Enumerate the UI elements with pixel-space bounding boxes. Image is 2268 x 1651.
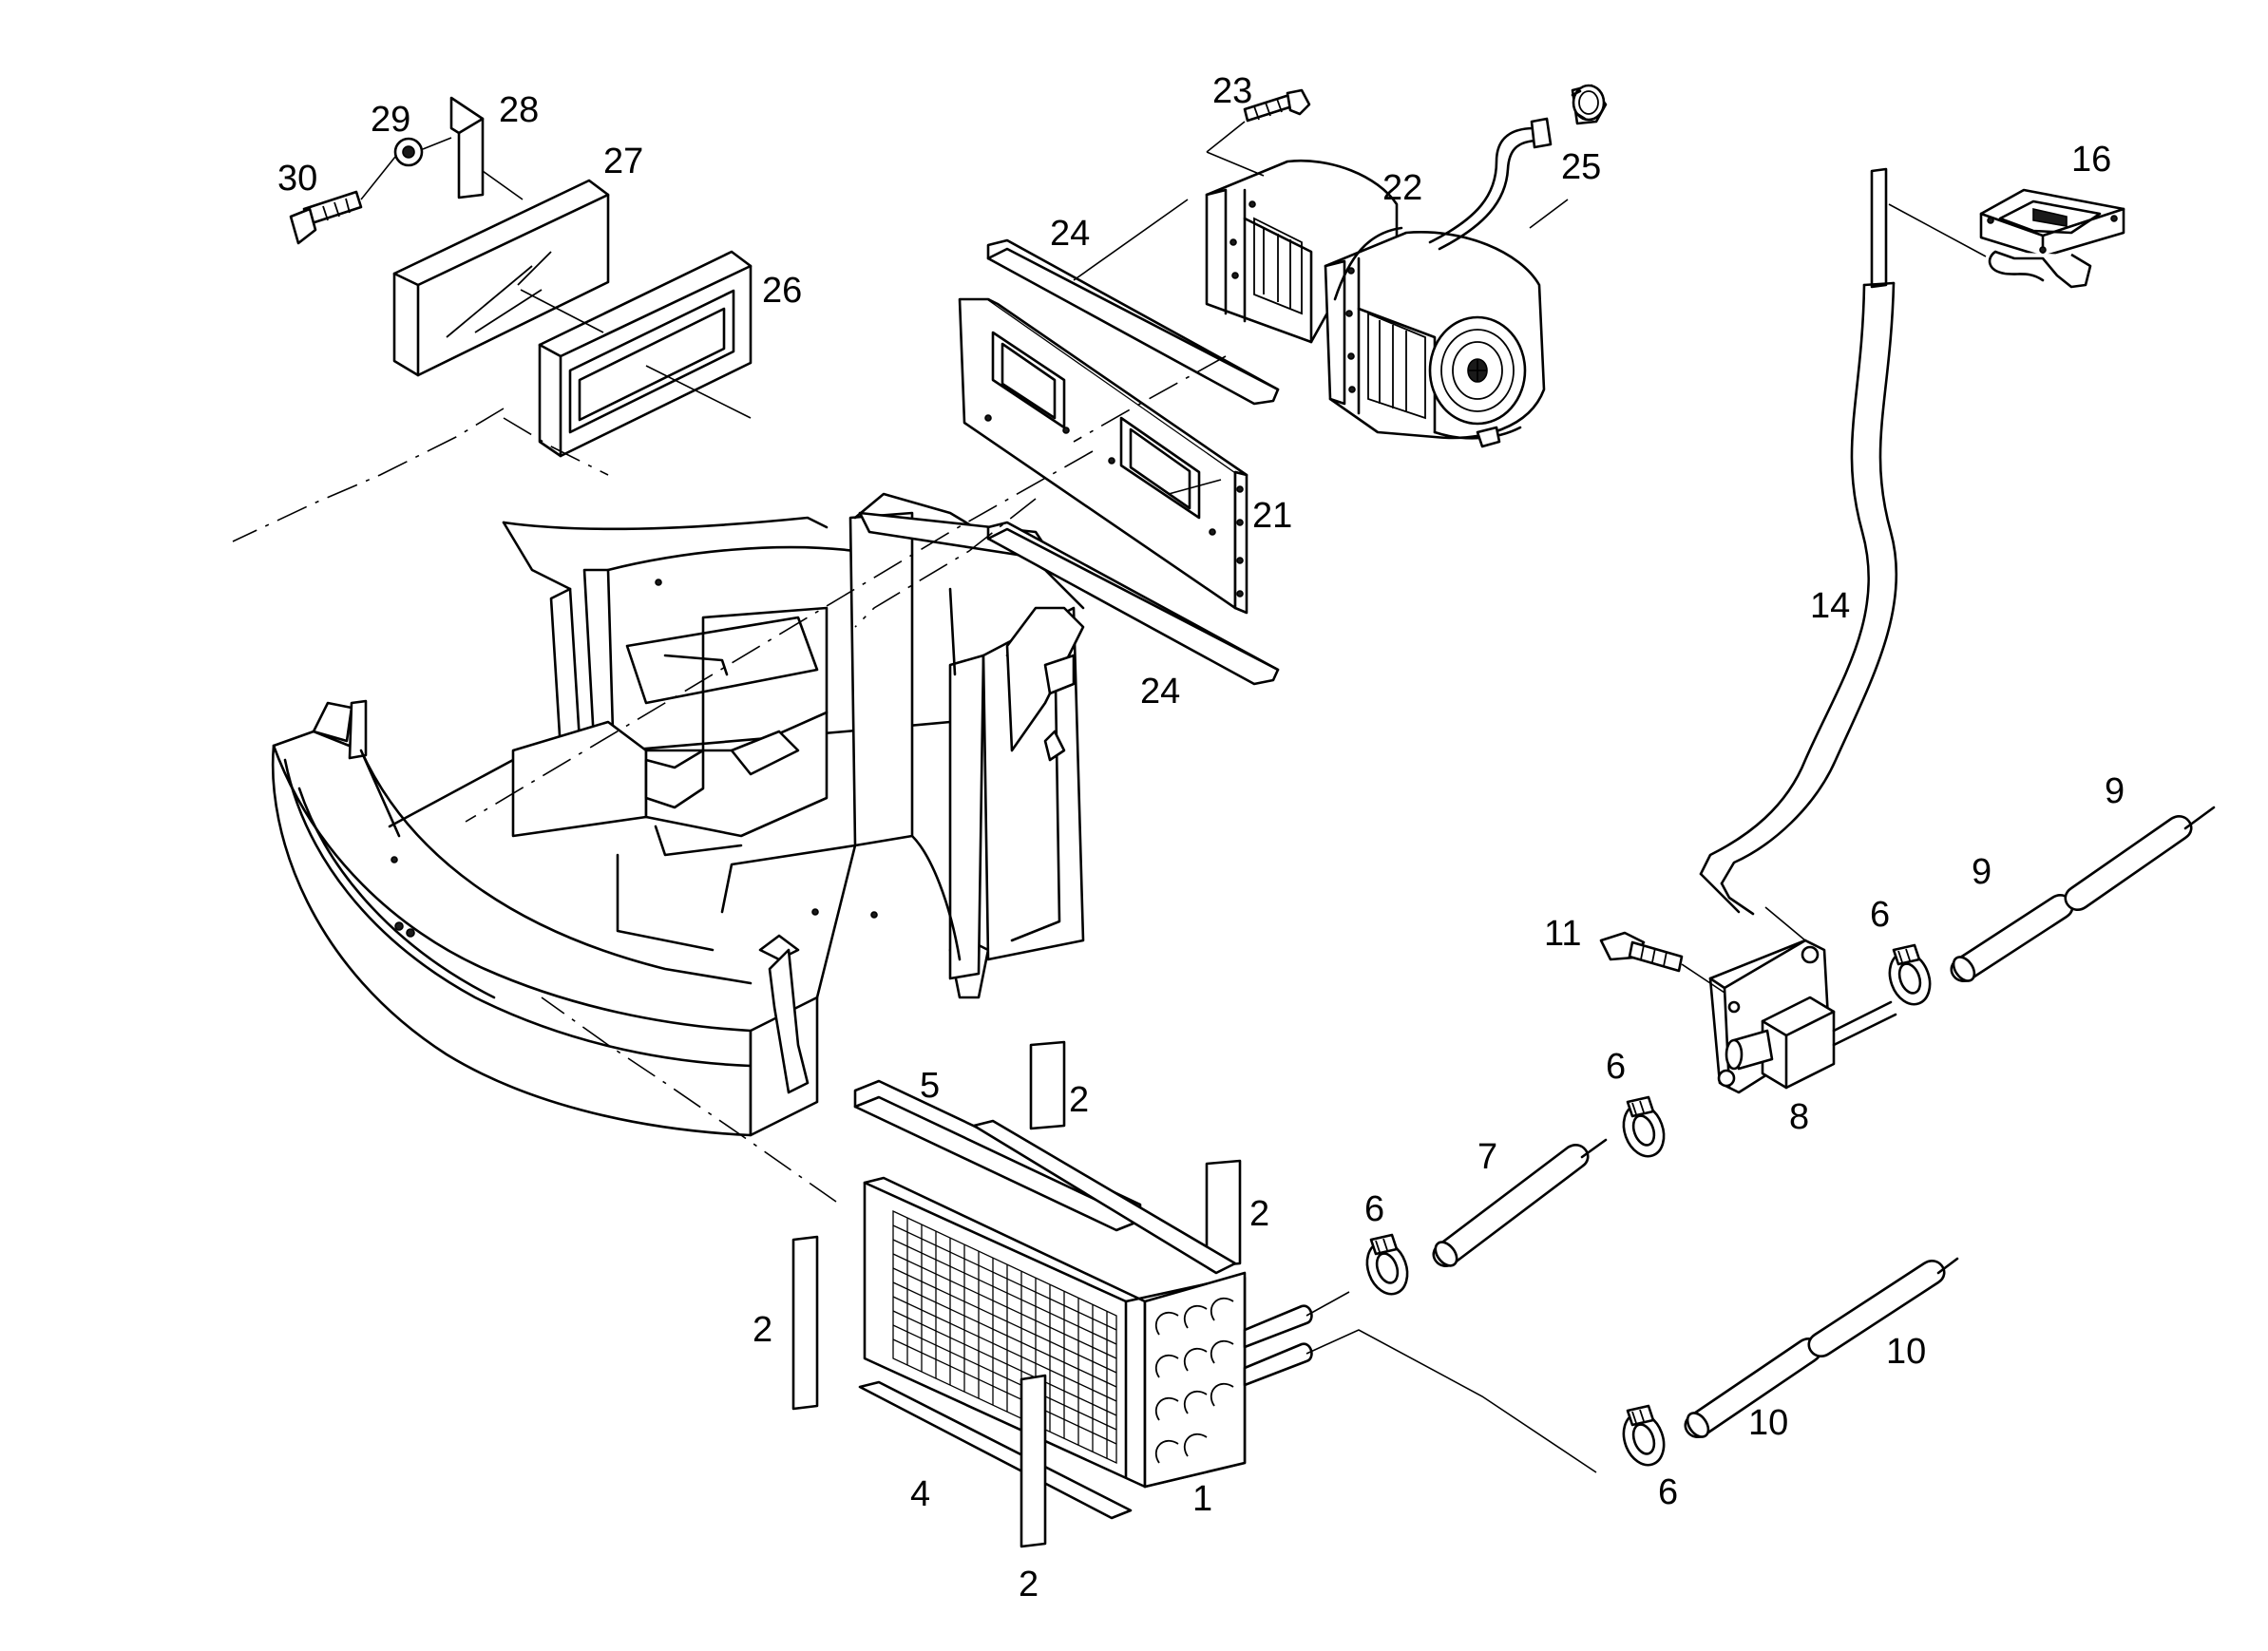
callout-6: 6 [1364,1189,1384,1229]
blower-assembly [1205,84,1608,448]
callout-24: 24 [1140,672,1180,712]
hose-clamp [1365,1233,1409,1296]
callout-labels: 1 2 2 2 2 4 5 6 6 6 6 7 8 9 9 10 10 11 1… [277,71,2125,1604]
filter-assembly [289,96,753,458]
callout-10: 10 [1748,1403,1788,1443]
water-valve [1599,906,1897,1094]
callout-11: 11 [1544,914,1581,954]
callout-10: 10 [1886,1332,1926,1372]
hose-clamp [1622,1095,1666,1158]
callout-2: 2 [1069,1080,1089,1120]
callout-25: 25 [1561,147,1601,187]
hoses-and-clamps [1365,806,2216,1467]
callout-6: 6 [1870,895,1890,935]
callout-27: 27 [603,142,643,181]
callout-21: 21 [1252,496,1292,536]
callout-6: 6 [1606,1047,1626,1087]
mounting-panel [958,199,1280,686]
hose-clamp [1888,943,1932,1006]
callout-28: 28 [499,90,539,130]
console-housing [271,492,1085,1137]
heater-core [791,1040,1597,1548]
callout-7: 7 [1477,1137,1497,1177]
callout-9: 9 [1972,852,1992,892]
callout-2: 2 [1019,1565,1039,1604]
callout-29: 29 [371,100,410,140]
callout-16: 16 [2071,140,2111,180]
callout-14: 14 [1810,586,1850,626]
callout-22: 22 [1382,168,1422,208]
callout-2: 2 [1249,1194,1269,1234]
callout-24: 24 [1050,214,1090,254]
control-knob-and-cable [1699,167,2125,916]
callout-6: 6 [1658,1472,1678,1512]
callout-30: 30 [277,159,317,199]
callout-9: 9 [2105,771,2125,811]
callout-1: 1 [1192,1479,1212,1519]
callout-26: 26 [762,271,802,311]
callout-23: 23 [1212,71,1252,111]
callout-2: 2 [753,1310,772,1350]
callout-4: 4 [910,1474,930,1514]
hose-clamp [1622,1404,1666,1467]
callout-8: 8 [1789,1097,1809,1137]
alignment-lines [232,355,1227,1203]
callout-5: 5 [920,1066,940,1106]
